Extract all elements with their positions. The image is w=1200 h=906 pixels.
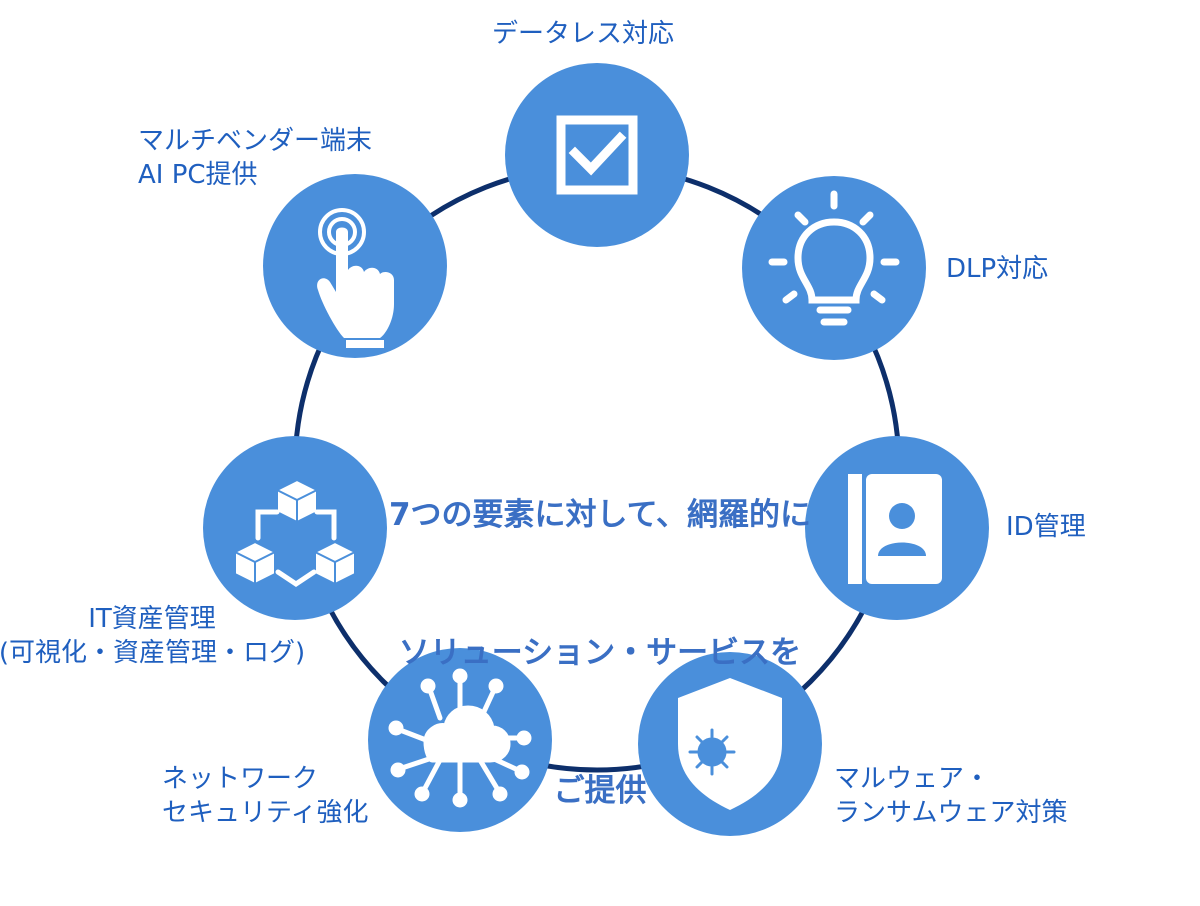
cloud-network-icon bbox=[388, 668, 532, 808]
node-multivendor[interactable] bbox=[263, 174, 447, 358]
center-line-1: 7つの要素に対して、網羅的に bbox=[388, 497, 812, 533]
label-id-mgmt: ID管理 bbox=[1006, 512, 1086, 542]
label-malware: マルウェア・ ランサムウェア対策 bbox=[834, 764, 1068, 828]
ring-diagram bbox=[203, 63, 989, 836]
checkbox-icon bbox=[556, 115, 638, 195]
node-dataless[interactable] bbox=[505, 63, 689, 247]
label-dataless: データレス対応 bbox=[492, 19, 675, 49]
contact-book-icon bbox=[848, 474, 942, 584]
label-it-asset: IT資産管理 (可視化・資産管理・ログ) bbox=[0, 604, 306, 668]
lightbulb-icon bbox=[768, 190, 900, 326]
label-network: ネットワーク セキュリティ強化 bbox=[162, 764, 369, 828]
cube-connectors bbox=[255, 509, 337, 588]
node-dlp[interactable] bbox=[742, 176, 926, 360]
node-id-mgmt[interactable] bbox=[805, 436, 989, 620]
virus-shield-icon bbox=[678, 678, 782, 810]
center-line-3: ご提供 bbox=[553, 773, 647, 809]
cubes-icon bbox=[234, 478, 356, 586]
node-it-asset[interactable] bbox=[203, 436, 387, 620]
node-malware[interactable] bbox=[638, 652, 822, 836]
diagram-canvas: データレス対応 DLP対応 ID管理 マルウェア・ ランサムウェア対策 ネットワ… bbox=[0, 19, 1086, 836]
label-dlp: DLP対応 bbox=[946, 254, 1049, 284]
label-multivendor: マルチベンダー端末 AI PC提供 bbox=[138, 126, 373, 190]
node-network[interactable] bbox=[368, 648, 552, 832]
center-message: 7つの要素に対して、網羅的に ソリューション・サービスを ご提供 bbox=[380, 400, 820, 906]
touch-hand-icon bbox=[317, 208, 394, 348]
center-line-2: ソリューション・サービスを bbox=[398, 635, 802, 671]
